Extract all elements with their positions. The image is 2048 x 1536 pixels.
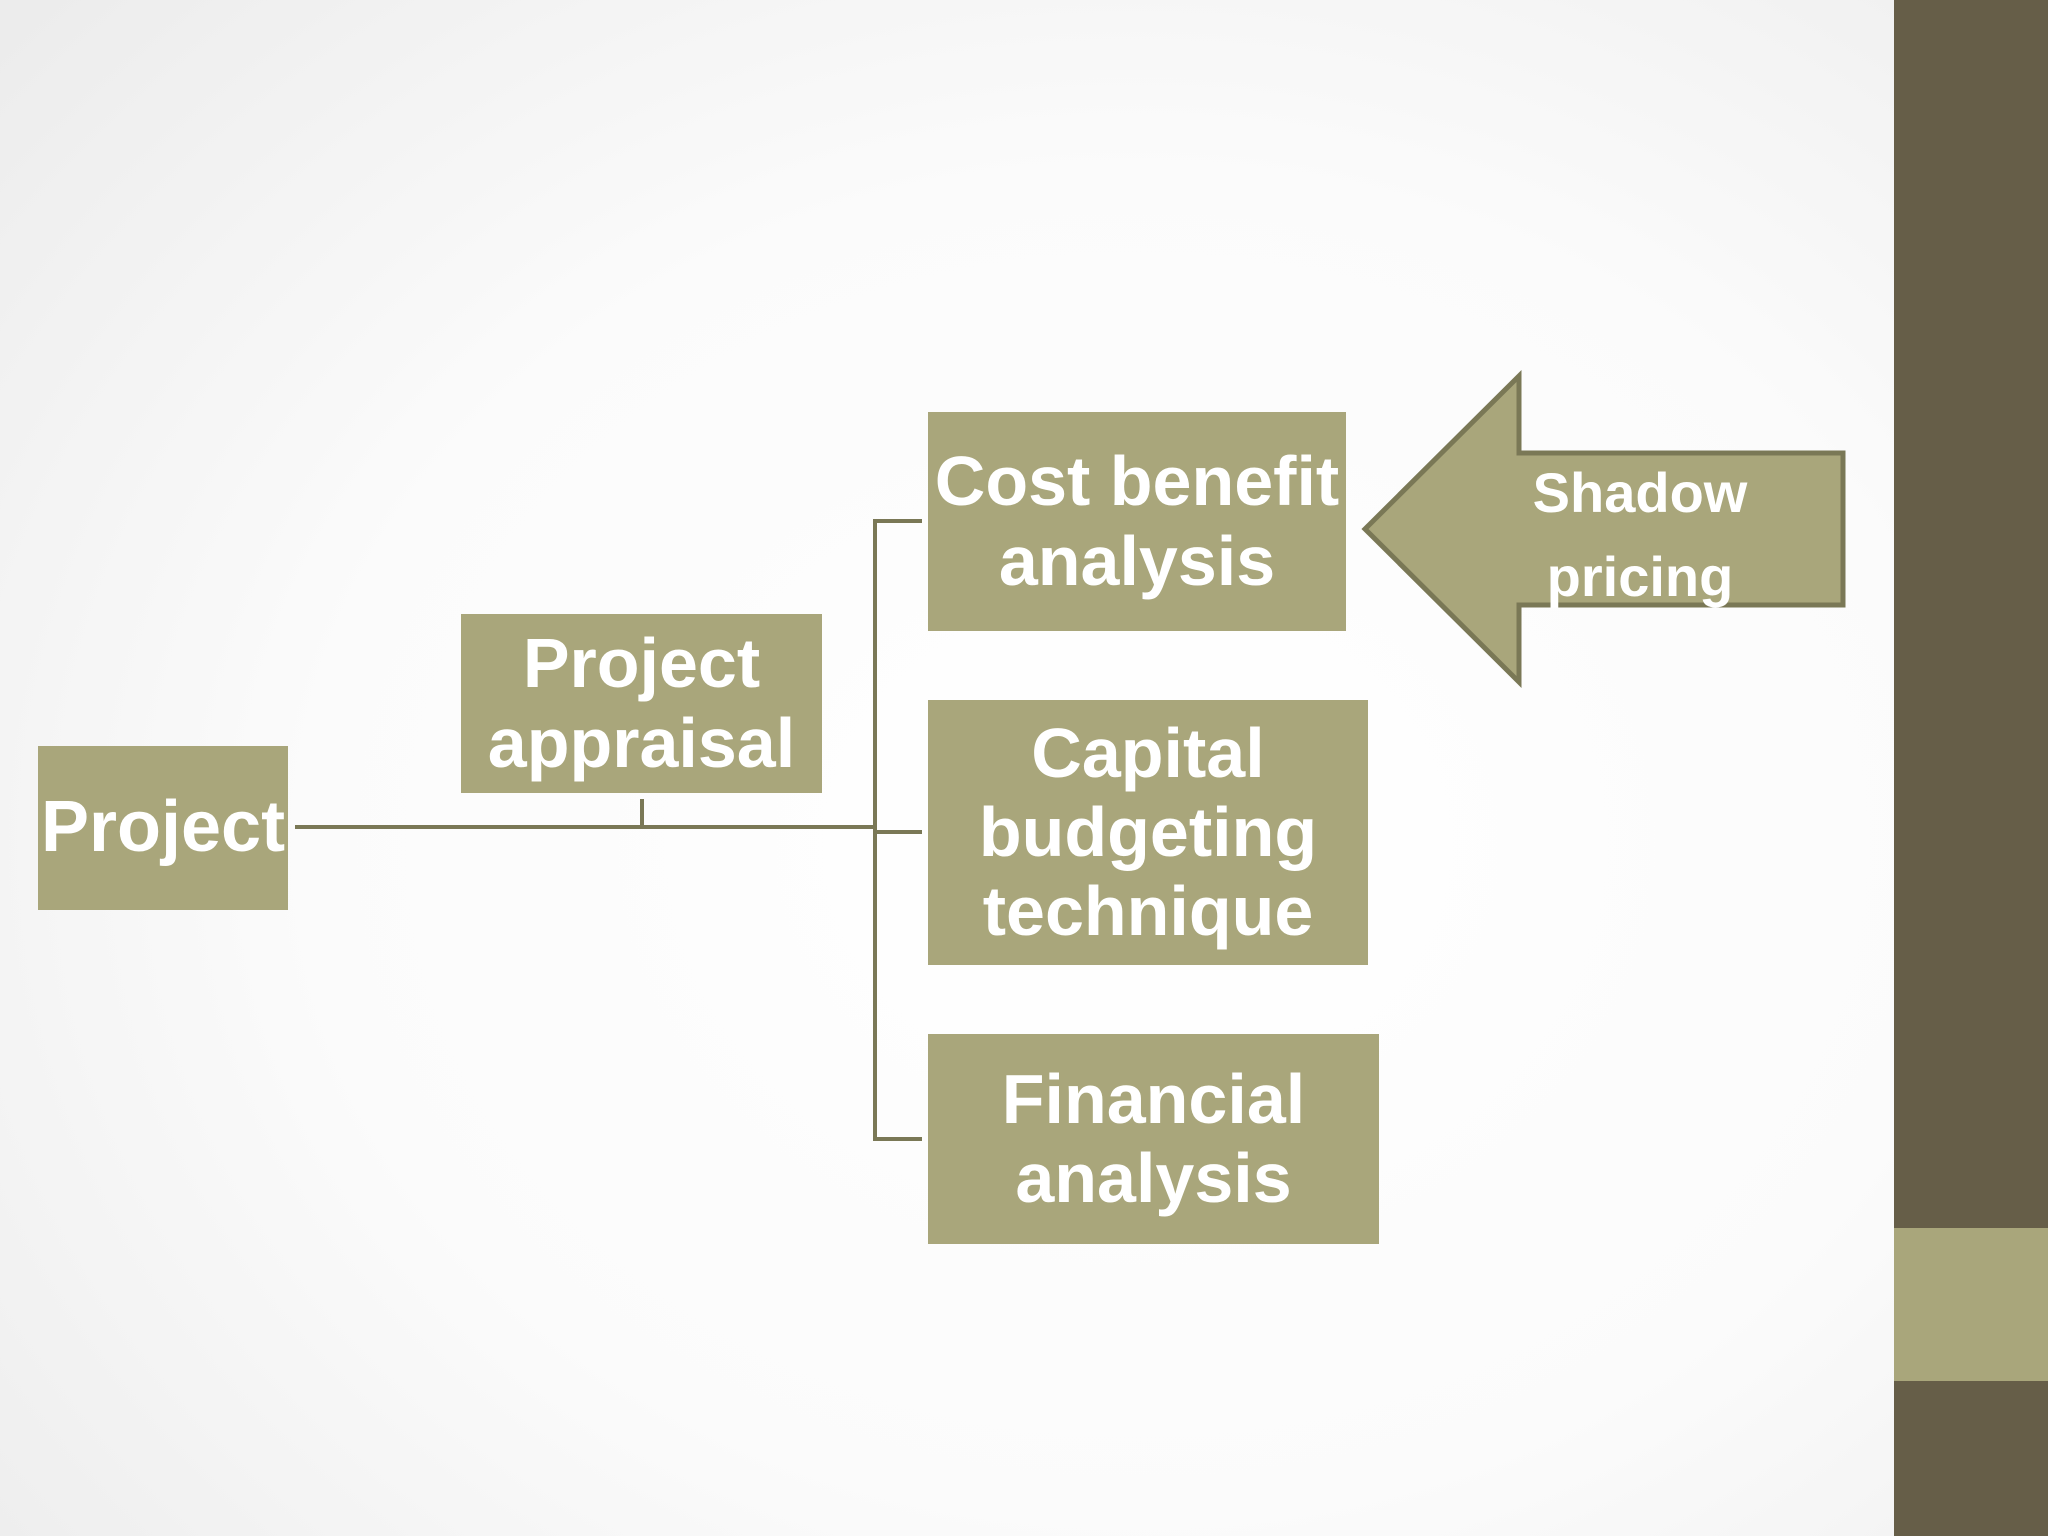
sidebar-dark-bottom: [1894, 1381, 2048, 1536]
financial-analysis-node: Financial analysis: [928, 1034, 1379, 1244]
capital-budgeting-node: Capital budgeting technique: [928, 700, 1368, 965]
cost-benefit-analysis-node: Cost benefit analysis: [928, 412, 1346, 631]
sidebar-dark-top: [1894, 0, 2048, 1228]
project-appraisal-node: Project appraisal: [461, 614, 822, 793]
shadow-pricing-label: Shadow pricing: [1532, 461, 1748, 608]
shadow-pricing-arrow: [1361, 369, 1846, 689]
project-node: Project: [38, 746, 288, 910]
sidebar-accent-band: [1894, 1228, 2048, 1381]
